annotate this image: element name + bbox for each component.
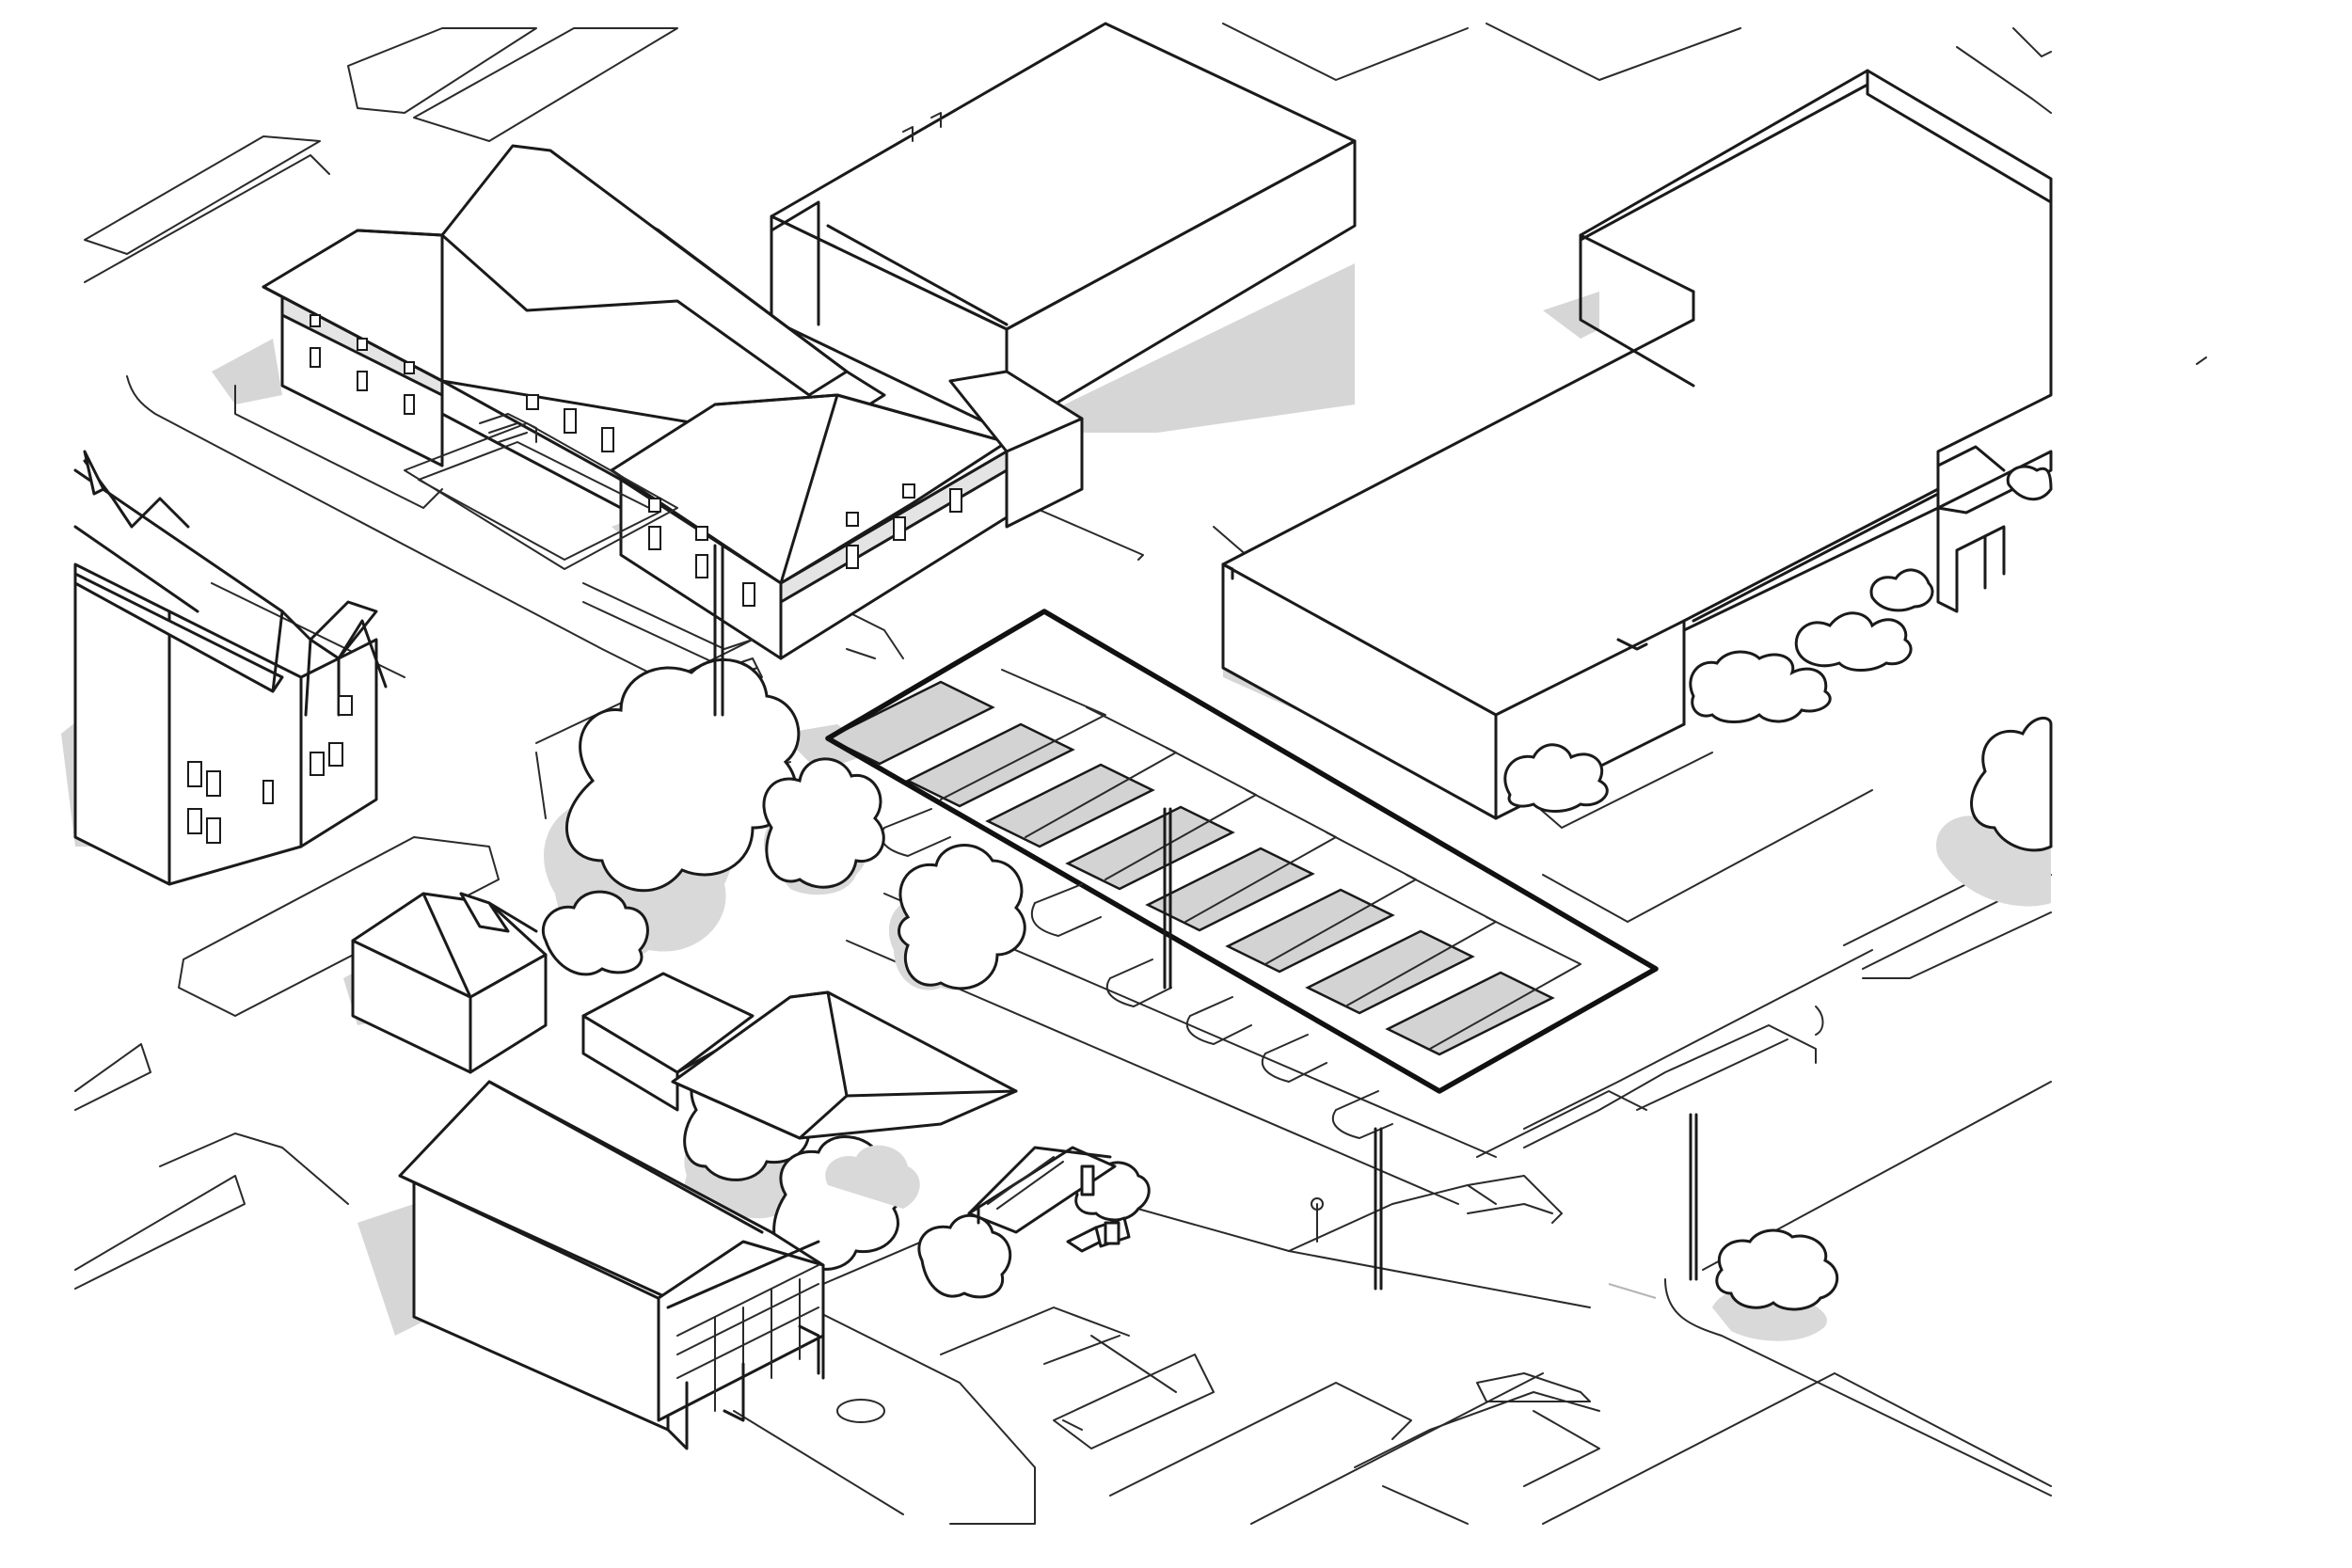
porch-house-bottom-left: [358, 1080, 885, 1450]
hip-roof-house-centre: [671, 990, 1131, 1253]
parcel-outline: [825, 609, 1659, 1094]
gabled-house-left: [61, 450, 388, 886]
hedge-row: [1503, 465, 2053, 813]
faint-road-edge: [1608, 1283, 1657, 1299]
parking-stalls: [825, 680, 1555, 1056]
long-house-centre: [581, 972, 755, 1112]
small-house-mid-left: [343, 892, 548, 1074]
parcel-divider-lines: [940, 669, 1581, 1050]
two-story-hip-roof-building: [212, 144, 1084, 678]
light-poles: [713, 544, 1698, 1291]
stray-mark: [2196, 356, 2207, 365]
highlighted-parcel: [781, 609, 1659, 1094]
warehouse-building-top: [770, 22, 1357, 435]
